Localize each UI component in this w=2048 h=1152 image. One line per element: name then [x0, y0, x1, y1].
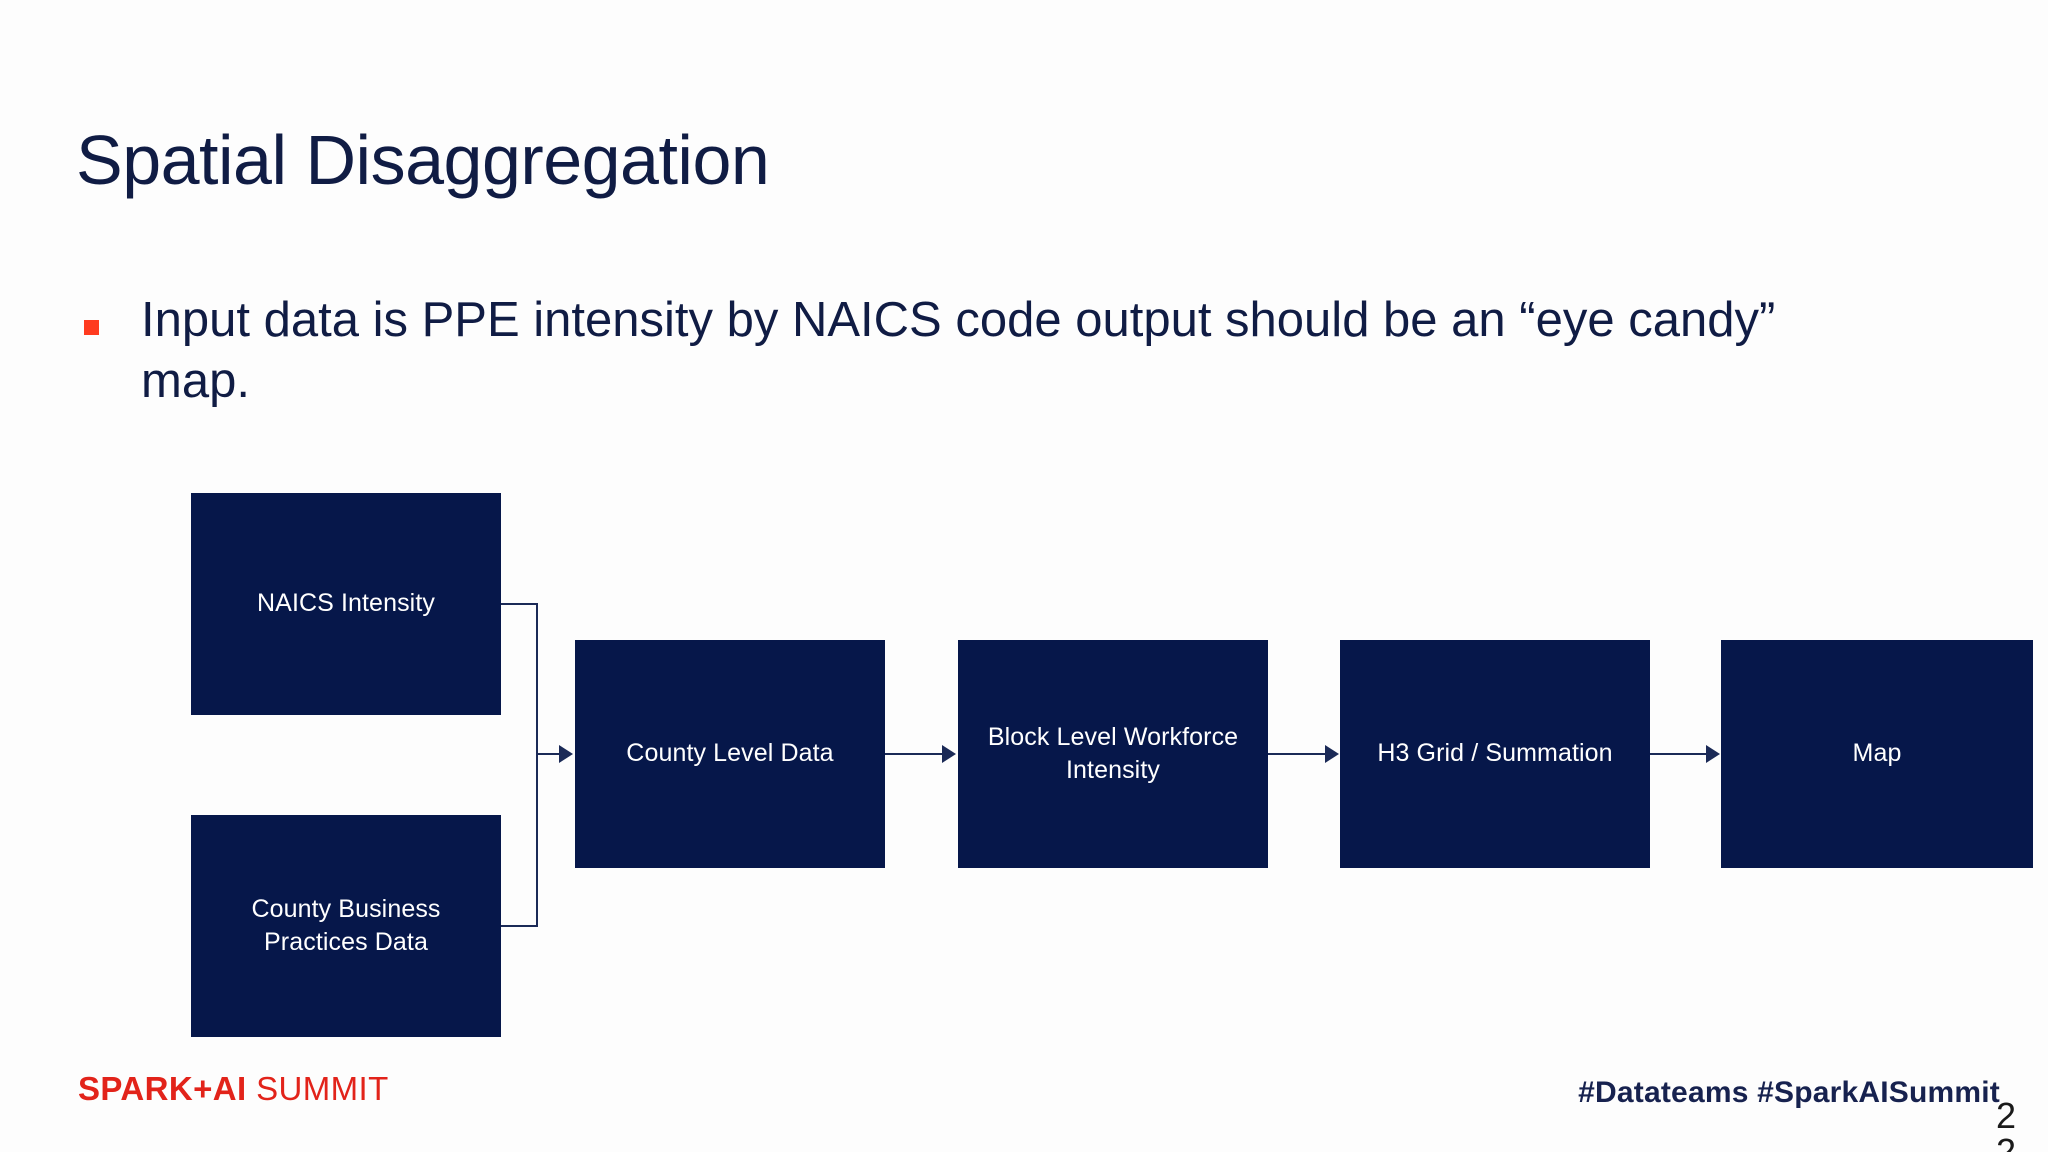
connector-naics-to-merge [501, 603, 538, 605]
connector-block-level-to-h3-grid [1268, 753, 1326, 755]
bullet-square-icon [84, 320, 99, 335]
footer-hashtags: #Datateams #SparkAISummit [1578, 1076, 2000, 1109]
flow-node-label: NAICS Intensity [257, 589, 435, 618]
flowchart-diagram: NAICS Intensity County Business Practice… [0, 470, 2048, 1050]
connector-merge-to-county-level [536, 753, 561, 755]
flow-node-label: County Business Practices Data [251, 894, 441, 957]
arrowhead-icon-to-county-level [559, 745, 573, 763]
flow-node-map[interactable]: Map [1721, 640, 2033, 868]
arrowhead-icon-to-block-level [942, 745, 956, 763]
flow-node-block-level-workforce-intensity[interactable]: Block Level Workforce Intensity [958, 640, 1268, 868]
flow-node-county-level-data[interactable]: County Level Data [575, 640, 885, 868]
flow-node-label: Map [1852, 739, 1902, 768]
page-title: Spatial Disaggregation [76, 120, 770, 199]
flow-node-label: Block Level Workforce Intensity [987, 722, 1239, 785]
connector-merge-vertical [536, 603, 538, 927]
flow-node-county-business-practices-data[interactable]: County Business Practices Data [191, 815, 501, 1037]
flow-node-label: County Level Data [626, 739, 834, 768]
bullet-list-item: Input data is PPE intensity by NAICS cod… [84, 290, 1874, 412]
spark-ai-summit-logo: SPARK+AI SUMMIT [78, 1070, 389, 1108]
flow-node-label: H3 Grid / Summation [1377, 739, 1613, 768]
arrowhead-icon-to-h3-grid [1325, 745, 1339, 763]
flow-node-h3-grid-summation[interactable]: H3 Grid / Summation [1340, 640, 1650, 868]
connector-county-level-to-block-level [885, 753, 943, 755]
arrowhead-icon-to-map [1706, 745, 1720, 763]
connector-cbp-to-merge [501, 925, 538, 927]
flow-node-naics-intensity[interactable]: NAICS Intensity [191, 493, 501, 715]
logo-text-bold: SPARK+AI [78, 1070, 247, 1107]
bullet-text: Input data is PPE intensity by NAICS cod… [141, 293, 1776, 408]
connector-h3-grid-to-map [1650, 753, 1707, 755]
slide-page-number: 22 [1996, 1095, 2017, 1152]
logo-text-light: SUMMIT [246, 1070, 389, 1107]
